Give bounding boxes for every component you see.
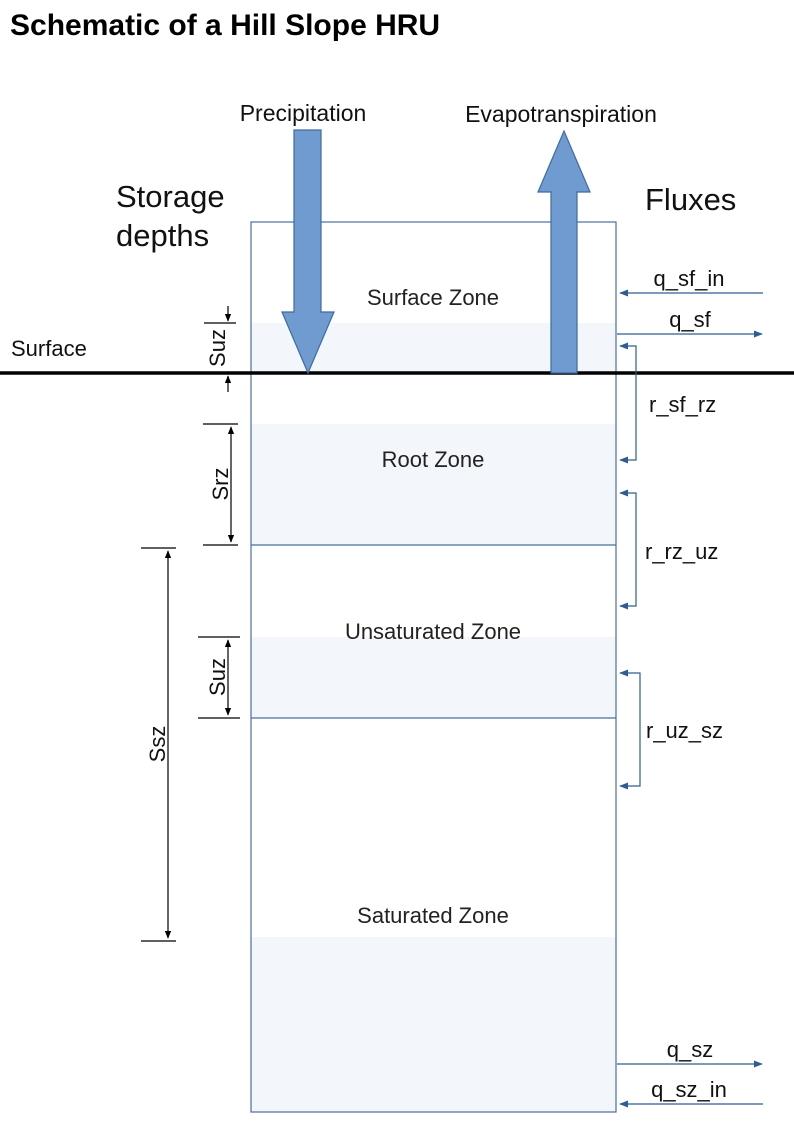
precipitation-label: Precipitation: [240, 100, 367, 126]
unsaturated-zone-storage-band: [251, 637, 616, 718]
q-sz-in-flux: q_sz_in: [619, 1077, 763, 1108]
r-rz-uz-label: r_rz_uz: [645, 539, 718, 564]
saturated-zone-storage-band: [251, 937, 616, 1112]
evapotranspiration-arrow: [537, 129, 591, 374]
q-sz-in-label: q_sz_in: [651, 1077, 727, 1102]
storage-depths-header-line2: depths: [116, 218, 209, 253]
q-sz-flux: q_sz: [617, 1037, 763, 1068]
r-sf-rz-flux: r_sf_rz: [619, 342, 716, 464]
suz-mid-label: Suz: [205, 658, 230, 696]
hru-column: [250, 221, 617, 1113]
q-sf-in-label: q_sf_in: [654, 266, 725, 291]
q-sf-flux: q_sf: [617, 307, 763, 338]
page-title: Schematic of a Hill Slope HRU: [10, 9, 440, 42]
r-rz-uz-flux: r_rz_uz: [619, 489, 718, 610]
r-sf-rz-label: r_sf_rz: [649, 392, 716, 417]
root-zone-label: Root Zone: [382, 447, 485, 472]
root-zone-storage-band: [251, 424, 616, 545]
saturated-zone-label: Saturated Zone: [357, 903, 509, 928]
q-sz-label: q_sz: [667, 1037, 713, 1062]
srz-label: Srz: [208, 468, 233, 501]
q-sf-label: q_sf: [669, 307, 711, 332]
ssz-label: Ssz: [145, 726, 170, 763]
surface-zone-label: Surface Zone: [367, 285, 499, 310]
suz-unsaturated-dimension: Suz: [198, 636, 240, 719]
unsaturated-zone-label: Unsaturated Zone: [345, 619, 521, 644]
storage-depths-header: Storage: [116, 179, 225, 214]
hru-box-outline: [250, 221, 617, 1113]
suz-top-label: Suz: [205, 329, 230, 367]
r-uz-sz-flux: r_uz_sz: [619, 669, 723, 790]
suz-top-dimension: Suz: [204, 306, 236, 392]
surface-label: Surface: [11, 336, 87, 361]
fluxes-header: Fluxes: [645, 182, 736, 217]
evapotranspiration-label: Evapotranspiration: [465, 101, 657, 127]
r-uz-sz-label: r_uz_sz: [646, 718, 723, 743]
precipitation-arrow: [281, 129, 335, 375]
srz-dimension: Srz: [203, 423, 238, 546]
ssz-dimension: Ssz: [141, 547, 176, 942]
q-sf-in-flux: q_sf_in: [619, 266, 763, 297]
